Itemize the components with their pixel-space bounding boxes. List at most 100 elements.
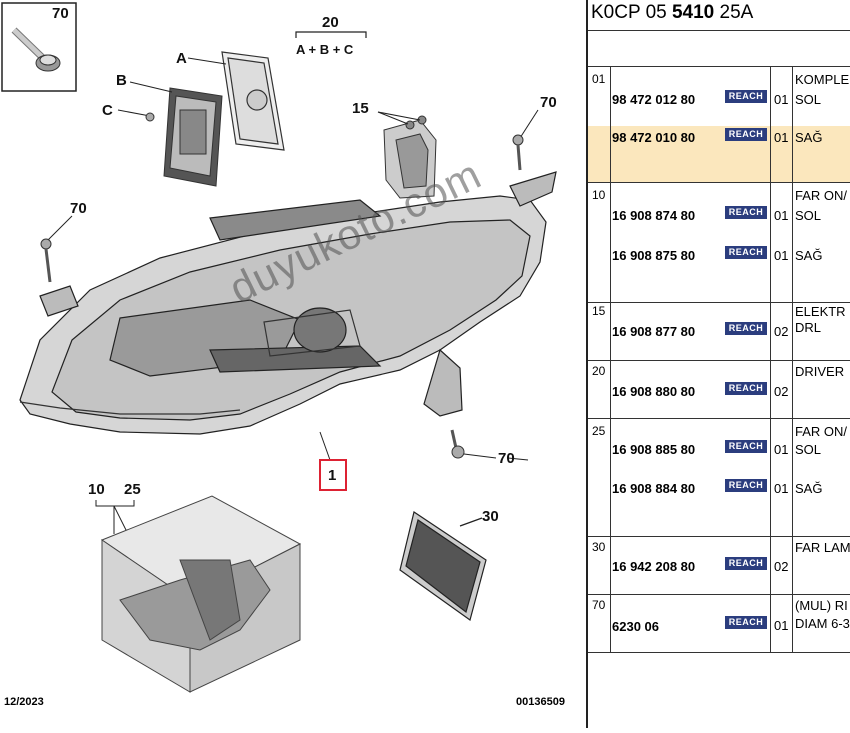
reach-badge: REACH [725,246,767,259]
description-side: SOL [795,442,822,457]
column-line [770,66,771,652]
description: SAĞ [795,248,823,263]
screw-70-left [40,215,73,283]
table-row[interactable]: 01 98 472 012 80 REACH 01 KOMPLE SOL [588,70,850,120]
part-number: 16 908 874 80 [612,208,696,223]
part-30-bracket [399,511,487,621]
quantity: 01 [774,618,789,633]
table-divider [588,360,850,361]
item-number: 70 [592,598,606,612]
callout-a: A [176,50,187,67]
callout-1-box [319,459,347,491]
reach-badge: REACH [725,90,767,103]
description: FAR ON/ [795,188,848,203]
table-row[interactable]: 15 16 908 877 80 REACH 02 ELEKTR DRL [588,304,850,354]
reach-badge: REACH [725,440,767,453]
headlamp-housing [19,171,557,435]
reach-badge: REACH [725,616,767,629]
part-number: 98 472 010 80 [612,130,696,145]
part-number: 98 472 012 80 [612,92,696,107]
part-c-screw [117,109,155,122]
header-suffix: 25A [714,2,754,23]
quantity: 01 [774,208,789,223]
screw-70-top [512,109,539,171]
quantity: 01 [774,92,789,107]
reach-badge: REACH [725,128,767,141]
column-line [610,66,611,652]
table-row[interactable]: 98 472 010 80 REACH 01 SAĞ [588,126,850,176]
part-number: 16 908 884 80 [612,481,696,496]
group-bracket-10-25 [95,500,135,535]
table-row[interactable]: 20 16 908 880 80 REACH 02 DRIVER [588,364,850,414]
table-row[interactable]: 30 16 942 208 80 REACH 02 FAR LAM [588,540,850,590]
panel-separator [586,0,588,728]
quantity: 01 [774,442,789,457]
part-number: 16 908 880 80 [612,384,696,399]
callout-70-left: 70 [70,200,87,217]
description-side: SOL [795,208,822,223]
reach-badge: REACH [725,322,767,335]
callout-1: 1 [328,467,337,484]
part-a-cover [221,51,285,151]
reach-badge: REACH [725,382,767,395]
part-b-driver-module [163,87,223,187]
column-line [792,66,793,652]
reach-badge: REACH [725,206,767,219]
catalog-header: K0CP 05 5410 25A [591,2,753,24]
callout-1-leader [319,431,331,461]
table-row[interactable]: 70 6230 06 REACH 01 (MUL) RI DIAM 6-3 [588,598,850,648]
quantity: 01 [774,130,789,145]
table-row[interactable]: 10 16 908 874 80 REACH 01 FAR ON/ SOL [588,186,850,226]
quantity: 01 [774,481,789,496]
header-code: 5410 [671,2,715,23]
table-divider [588,302,850,303]
callout-25: 25 [124,481,141,498]
group-bracket-20 [295,31,367,38]
callout-20-composition: A + B + C [296,42,354,57]
part-number: 16 908 885 80 [612,442,696,457]
callout-70-bottom: 70 [498,450,515,467]
table-divider [588,536,850,537]
table-row[interactable]: 16 908 884 80 REACH 01 SAĞ [588,479,850,511]
quantity: 02 [774,324,789,339]
item-number: 30 [592,540,606,554]
table-divider [588,418,850,419]
table-divider [588,182,850,183]
item-number: 20 [592,364,606,378]
description: FAR LAM [795,540,850,555]
callout-c: C [102,102,113,119]
screw-70-bottom [450,429,497,459]
part-number: 6230 06 [612,619,659,634]
callout-15: 15 [352,100,369,117]
part-15-module [383,115,437,199]
bolt-icon [11,27,61,72]
table-divider [588,66,850,67]
part-number: 16 908 877 80 [612,324,696,339]
table-divider [588,30,850,31]
table-row[interactable]: 16 908 875 80 REACH 01 SAĞ [588,246,850,276]
description: SAĞ [795,481,823,496]
part-number: 16 908 875 80 [612,248,696,263]
description: KOMPLE [795,72,850,87]
footer-reference: 00136509 [516,696,565,708]
callout-70-top: 70 [540,94,557,111]
footer-date: 12/2023 [4,696,44,708]
description-size: DIAM 6-3 [795,616,850,631]
quantity: 02 [774,559,789,574]
quantity: 02 [774,384,789,399]
quantity: 01 [774,248,789,263]
part-number: 16 942 208 80 [612,559,696,574]
item-number: 01 [592,72,606,86]
callout-30: 30 [482,508,499,525]
table-row[interactable]: 25 16 908 885 80 REACH 01 FAR ON/ SOL [588,422,850,462]
reach-badge: REACH [725,557,767,570]
item-number: 10 [592,188,606,202]
description: SAĞ [795,130,823,145]
mounting-bracket-box [100,495,302,693]
headlamp-drawing [1,2,557,693]
callout-70-inset: 70 [52,5,69,22]
reach-badge: REACH [725,479,767,492]
table-divider [588,594,850,595]
callout-10: 10 [88,481,105,498]
description: DRIVER [795,364,845,379]
